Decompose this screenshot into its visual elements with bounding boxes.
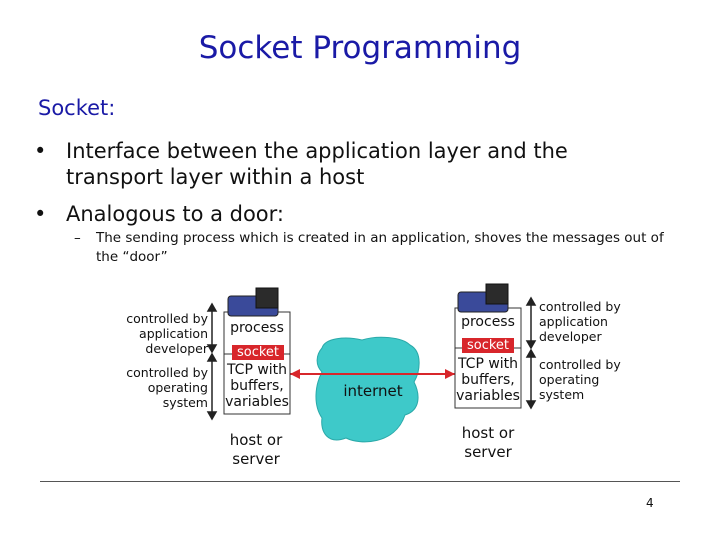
footer-divider (40, 481, 680, 482)
right-os-control-label: controlled by operating system (539, 357, 621, 402)
bullet-text: Analogous to a door: (66, 202, 284, 226)
bullet-text: Interface between the application layer … (66, 139, 568, 189)
left-app-control-label: controlled by application developer (126, 311, 208, 356)
left-host-label: host or server (229, 431, 283, 468)
left-socket-label: socket (232, 345, 284, 360)
right-monitor-icon (485, 283, 509, 305)
intro-heading: Socket: (38, 96, 116, 120)
internet-cloud (315, 336, 420, 443)
arrowhead-right (445, 369, 455, 379)
right-tcp-label: TCP with buffers, variables (456, 356, 520, 404)
sub-bullet-text: The sending process which is created in … (96, 230, 664, 265)
bullet-item-interface: • Interface between the application laye… (34, 138, 666, 190)
right-app-control-label: controlled by application developer (539, 299, 621, 344)
sub-bullet-marker: – (74, 230, 81, 246)
left-process-label: process (230, 320, 284, 336)
sub-bullet-item: – The sending process which is created i… (74, 229, 686, 267)
left-tcp-label: TCP with buffers, variables (225, 362, 289, 410)
page-number: 4 (646, 496, 654, 510)
left-os-control-label: controlled by operating system (126, 365, 208, 410)
left-monitor-icon (255, 287, 279, 309)
right-socket-label: socket (462, 338, 514, 353)
right-process-label: process (461, 314, 515, 330)
left-host-frame (223, 311, 291, 415)
left-bracket-arrows (206, 302, 218, 421)
right-host-label: host or server (461, 424, 515, 461)
bullet-marker: • (34, 139, 47, 163)
bullet-item-door: • Analogous to a door: (34, 201, 666, 227)
right-bracket-arrows (525, 296, 537, 410)
right-host-frame (454, 307, 522, 409)
arrowhead-left (290, 369, 300, 379)
bullet-marker: • (34, 202, 47, 226)
internet-label: internet (343, 382, 403, 400)
slide-title: Socket Programming (198, 30, 522, 66)
